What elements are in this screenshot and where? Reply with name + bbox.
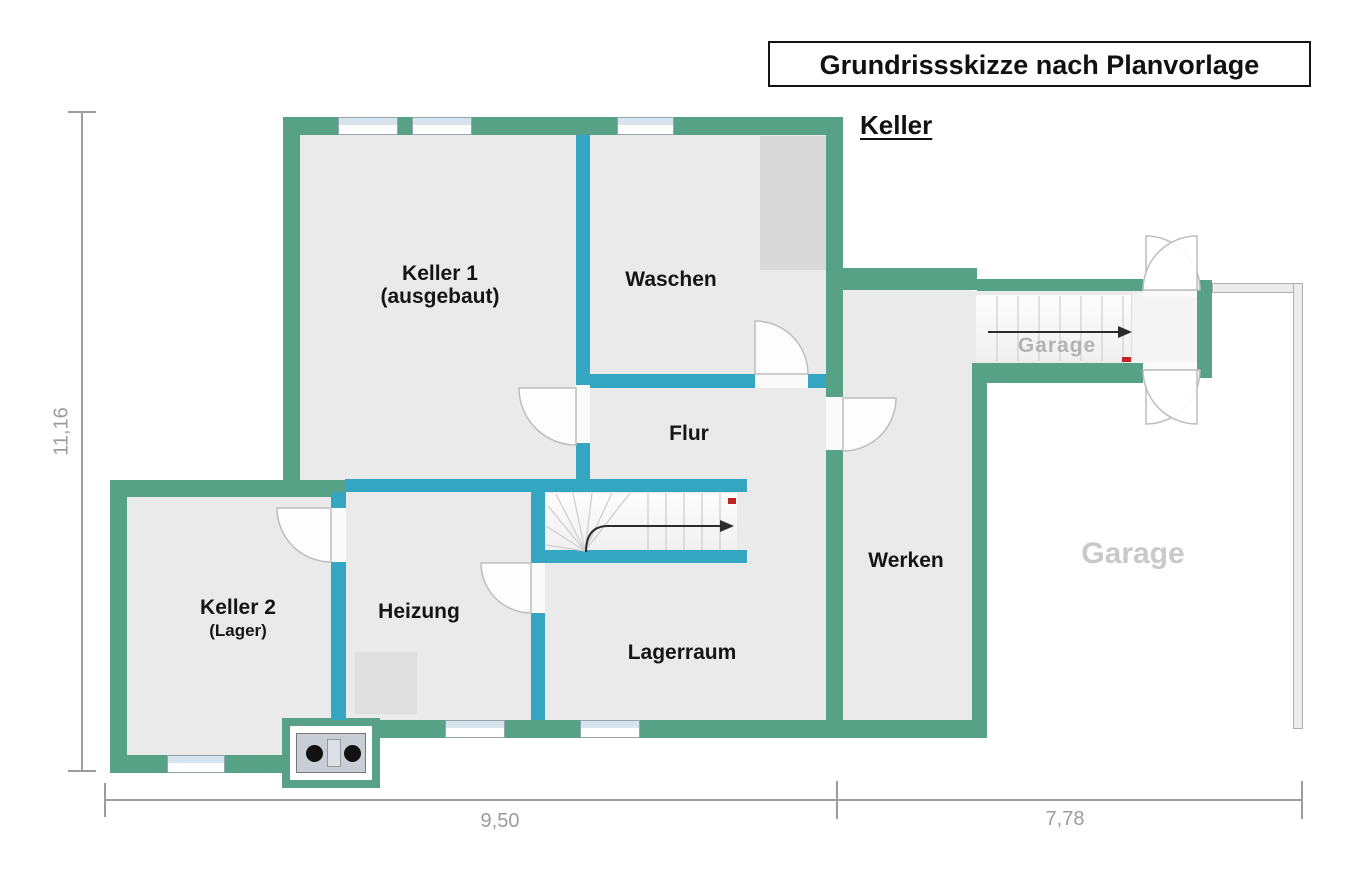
- chimney-flue-right-icon: [344, 745, 361, 762]
- door-opening: [755, 374, 808, 388]
- washroom-fixture: [760, 136, 826, 270]
- dimension-label-bottom-right: 7,78: [1045, 808, 1085, 830]
- floor-werken: [843, 285, 972, 720]
- room-name: Heizung: [378, 600, 460, 623]
- door-opening: [531, 563, 545, 613]
- stairs-garage-arrow: [988, 326, 1132, 338]
- door-swing-arcs: [276, 235, 1201, 614]
- room-name: Keller 1: [402, 262, 478, 285]
- wall-corridor-top-b: [977, 279, 1143, 291]
- floor-heading: Keller: [860, 110, 933, 140]
- wall-corridor-top-a: [843, 268, 977, 290]
- room-label-waschen: Waschen: [591, 268, 751, 291]
- room-name: Keller 2: [200, 596, 276, 619]
- wall-bottom-main: [345, 720, 987, 738]
- door-opening: [576, 385, 590, 443]
- wall-werken-right: [972, 363, 987, 720]
- room-subname: (Lager): [209, 621, 267, 640]
- wall-corridor-bottom: [972, 363, 1143, 383]
- red-marker: [1122, 357, 1131, 362]
- wall-waschen-flur-b: [808, 374, 826, 388]
- red-marker: [728, 498, 736, 504]
- wall-heizung-lager-b: [531, 613, 545, 720]
- stairs-landing: [1131, 293, 1197, 363]
- dimension-label-bottom-left: 9,50: [480, 810, 520, 832]
- chimney-shaft: [327, 739, 341, 767]
- room-label-keller2: Keller 2 (Lager): [148, 596, 328, 642]
- stairs-middle-treads: [545, 492, 721, 552]
- room-label-garage: Garage: [1081, 537, 1185, 570]
- room-name: Lagerraum: [627, 641, 737, 664]
- dimension-lines: [68, 111, 1303, 819]
- wall-stairwell-top: [345, 479, 747, 492]
- room-subname: (ausgebaut): [380, 285, 500, 308]
- room-name: Werken: [868, 549, 944, 572]
- window: [445, 720, 505, 738]
- wall-left: [283, 117, 300, 497]
- wall-keller2-heizung-b: [331, 562, 346, 720]
- window: [338, 117, 398, 135]
- wall-keller2-left: [110, 480, 127, 773]
- stairs-garage: [976, 295, 1131, 361]
- room-label-heizung: Heizung: [339, 600, 499, 623]
- room-label-keller1: Keller 1 (ausgebaut): [330, 262, 550, 308]
- plan-title: Grundrissskizze nach Planvorlage: [768, 41, 1311, 87]
- boiler-fixture: [355, 652, 417, 714]
- room-label-lagerraum: Lagerraum: [592, 641, 772, 664]
- chimney-flue-left-icon: [306, 745, 323, 762]
- garage-wall-right: [1293, 283, 1303, 729]
- wall-heizung-lager-a: [531, 492, 545, 563]
- wall-stairwell-bottom: [545, 550, 747, 563]
- room-label-flur: Flur: [629, 422, 749, 445]
- window: [580, 720, 640, 738]
- room-name: Waschen: [625, 268, 717, 291]
- wall-keller1-waschen: [576, 135, 590, 385]
- window: [412, 117, 472, 135]
- window: [617, 117, 674, 135]
- stairs-garage-treads: [996, 296, 1124, 361]
- wall-landing: [1197, 280, 1212, 378]
- wall-waschen-flur-a: [590, 374, 755, 388]
- wall-keller2-heizung-a: [331, 492, 346, 508]
- window: [167, 755, 225, 773]
- room-name: Flur: [669, 422, 709, 445]
- room-label-werken: Werken: [836, 549, 976, 572]
- door-opening: [826, 397, 843, 450]
- corridor-garage-label: Garage: [1017, 334, 1097, 357]
- wall-keller2-top: [110, 480, 345, 497]
- door-opening: [331, 508, 346, 562]
- dimension-label-left: 11,16: [50, 407, 73, 456]
- stairs-middle-arrow: [585, 520, 734, 553]
